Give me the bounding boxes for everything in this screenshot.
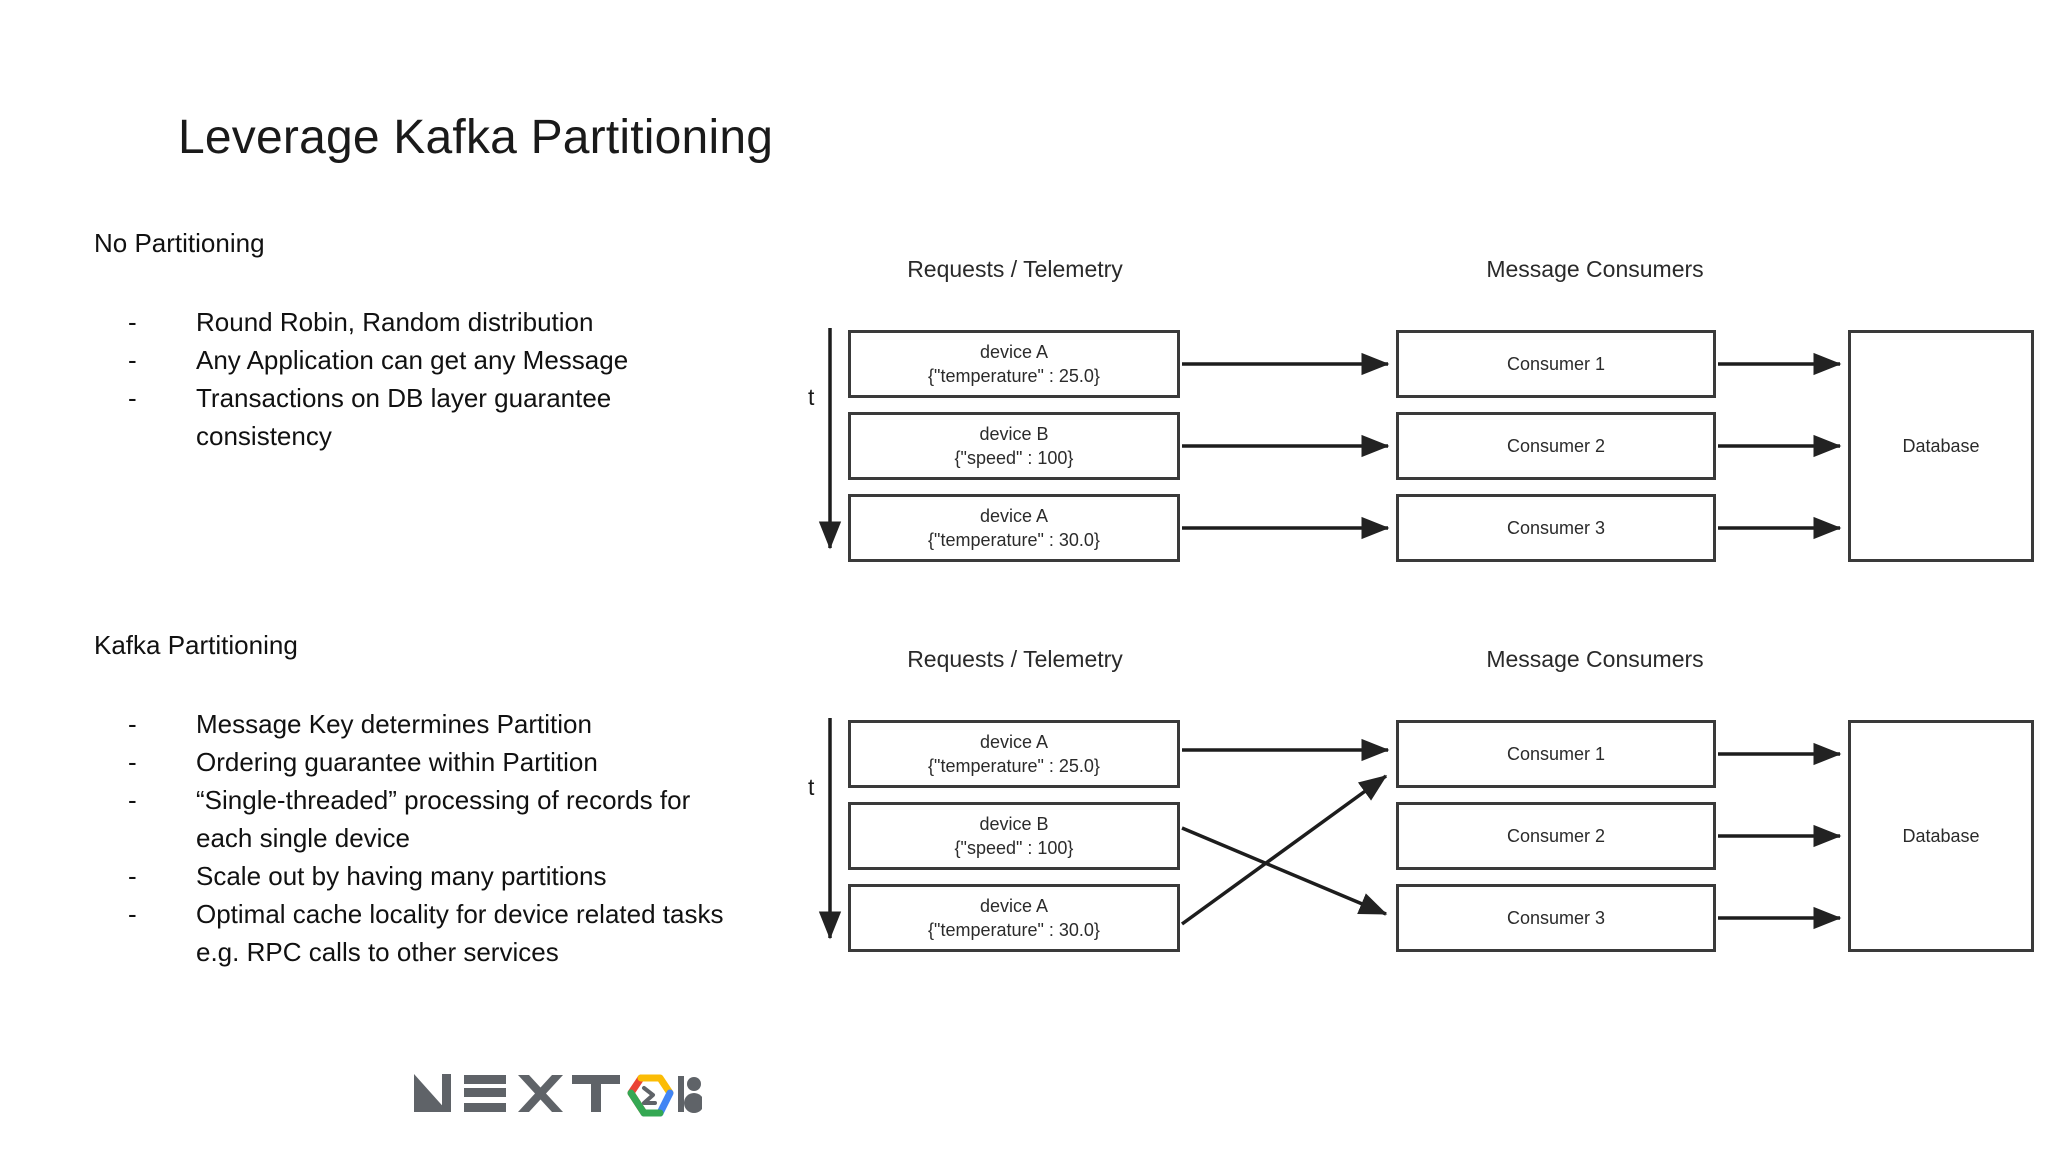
bullet-list-kafka-partitioning: - Message Key determines Partition - Ord… [128,705,728,971]
bullet-dash-icon: - [128,785,137,815]
list-item: - Optimal cache locality for device rela… [128,895,728,971]
message-payload: {"temperature" : 30.0} [928,920,1100,940]
message-payload: {"temperature" : 25.0} [928,366,1100,386]
next-18-logo [412,1068,704,1126]
diagram-label-message-consumers: Message Consumers [1486,256,1704,282]
database-box: Database [1848,330,2034,562]
message-device: device A [979,342,1049,362]
bullet-dash-icon: - [128,899,137,929]
message-payload: {"speed" : 100} [954,448,1074,468]
message-payload: {"temperature" : 25.0} [928,756,1100,776]
logo-digit-8 [684,1077,704,1113]
message-device: device B [979,424,1049,444]
bullet-text: Any Application can get any Message [196,345,629,375]
bullet-text: Scale out by having many partitions [196,861,607,891]
diagram-label-message-consumers: Message Consumers [1486,646,1704,672]
message-payload: {"temperature" : 30.0} [928,530,1100,550]
message-device: device A [979,732,1049,752]
logo-digit-1 [678,1076,684,1112]
bullet-text: Optimal cache locality for device relate… [196,899,724,967]
list-item: - Any Application can get any Message [128,341,728,379]
message-box: device B {"speed" : 100} [848,412,1180,480]
diagram-label-requests-telemetry: Requests / Telemetry [907,646,1123,672]
section-heading-kafka-partitioning: Kafka Partitioning [94,630,298,660]
message-box: device A {"temperature" : 25.0} [848,330,1180,398]
google-cloud-icon [627,1074,674,1117]
bullet-text: “Single-threaded” processing of records … [196,785,691,853]
bullet-dash-icon: - [128,345,137,375]
diagram-no-partitioning: Requests / Telemetry Message Consumers t… [800,256,2034,562]
bullet-text: Message Key determines Partition [196,709,592,739]
bullet-text: Transactions on DB layer guarantee consi… [196,383,612,451]
bullet-list-no-partitioning: - Round Robin, Random distribution - Any… [128,303,728,455]
list-item: - Scale out by having many partitions [128,857,728,895]
time-axis-label: t [808,384,815,410]
next-18-logo-svg [414,1074,704,1117]
message-box: device A {"temperature" : 30.0} [848,494,1180,562]
page-title: Leverage Kafka Partitioning [178,111,774,164]
diagram-label-requests-telemetry: Requests / Telemetry [907,256,1123,282]
message-device: device B [979,814,1049,834]
diagram-kafka-partitioning: Requests / Telemetry Message Consumers t… [800,646,2034,952]
bullet-dash-icon: - [128,383,137,413]
message-payload: {"speed" : 100} [954,838,1074,858]
logo-letter-x [518,1075,563,1112]
logo-letter-e [464,1075,506,1112]
logo-letter-n [414,1074,451,1112]
bullet-dash-icon: - [128,747,137,777]
list-item: - Ordering guarantee within Partition [128,743,728,781]
bullet-text: Ordering guarantee within Partition [196,747,598,777]
database-box: Database [1848,720,2034,952]
consumer-box: Consumer 2 [1396,802,1716,870]
message-box: device A {"temperature" : 25.0} [848,720,1180,788]
bullet-dash-icon: - [128,307,137,337]
time-axis-label: t [808,774,815,800]
message-device: device A [979,896,1049,916]
bullet-text: Round Robin, Random distribution [196,307,594,337]
consumer-box: Consumer 3 [1396,884,1716,952]
list-item: - “Single-threaded” processing of record… [128,781,728,857]
list-item: - Transactions on DB layer guarantee con… [128,379,728,455]
message-box: device B {"speed" : 100} [848,802,1180,870]
consumer-box: Consumer 1 [1396,720,1716,788]
list-item: - Round Robin, Random distribution [128,303,728,341]
consumer-box: Consumer 3 [1396,494,1716,562]
consumer-box: Consumer 2 [1396,412,1716,480]
bullet-dash-icon: - [128,709,137,739]
list-item: - Message Key determines Partition [128,705,728,743]
message-device: device A [979,506,1049,526]
logo-letter-t [572,1075,620,1112]
message-box: device A {"temperature" : 30.0} [848,884,1180,952]
bullet-dash-icon: - [128,861,137,891]
section-heading-no-partitioning: No Partitioning [94,228,265,258]
consumer-box: Consumer 1 [1396,330,1716,398]
